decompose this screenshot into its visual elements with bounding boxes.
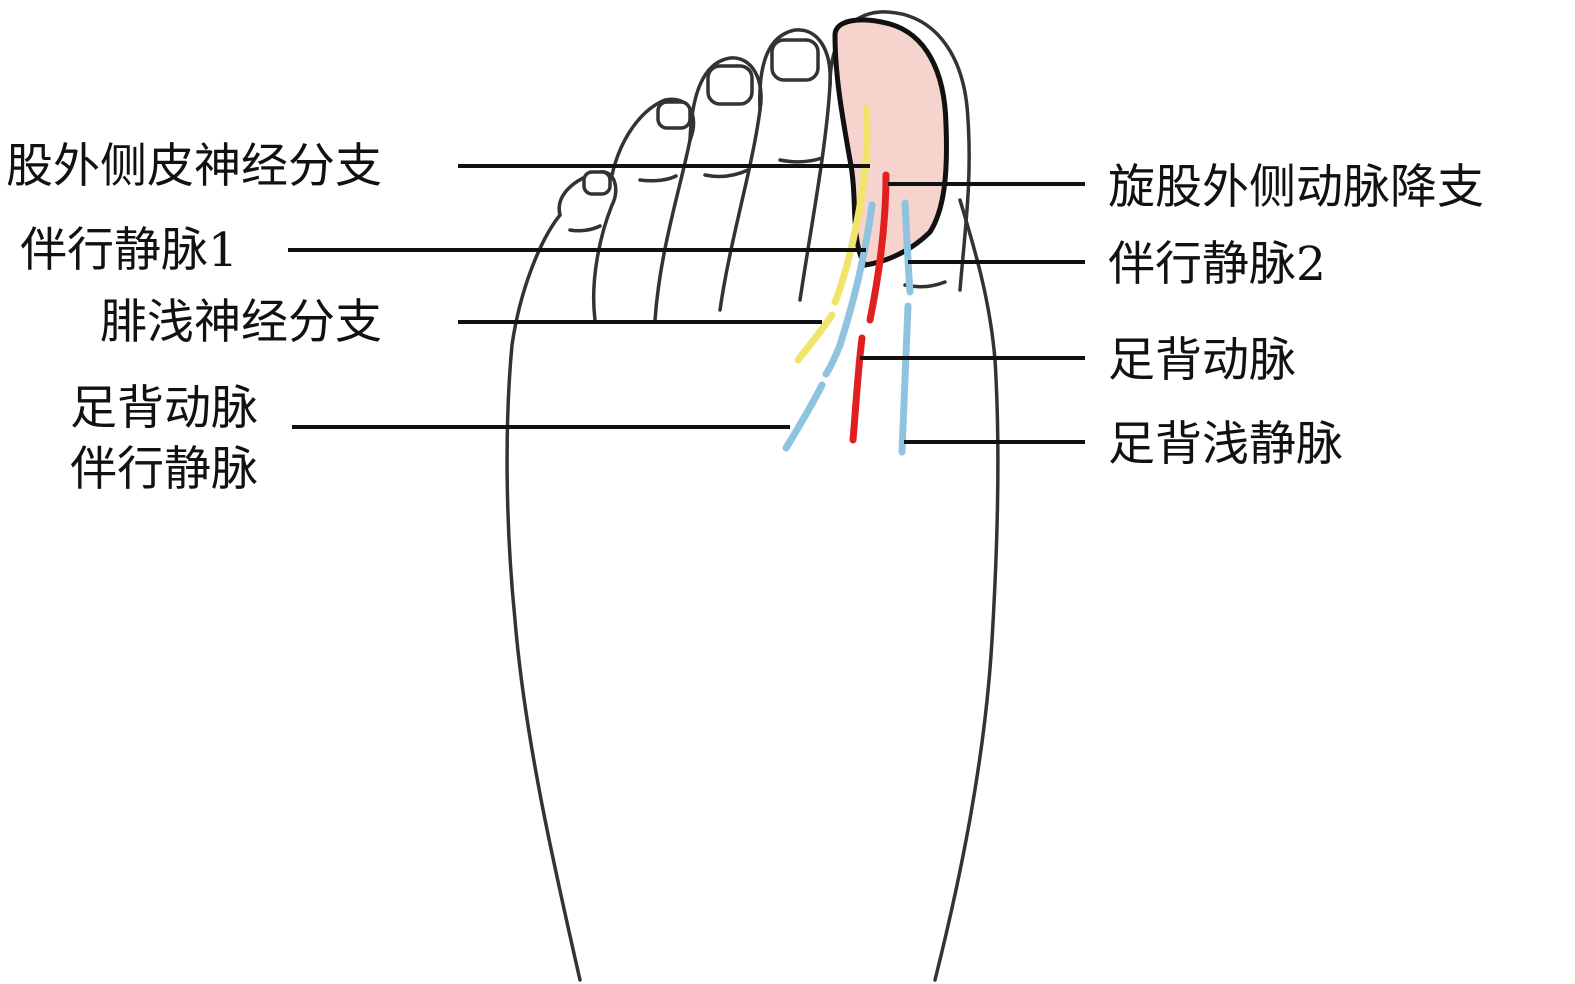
superficial-peroneal-nerve-branch <box>794 311 836 364</box>
second-toe <box>758 28 832 302</box>
little-toenail <box>582 170 612 196</box>
label-descending-branch-artery: 旋股外侧动脉降支 <box>1108 160 1484 215</box>
flap-region <box>832 17 949 268</box>
lateral-femoral-nerve-branch <box>831 104 871 306</box>
dorsalis-pedis-artery <box>849 334 866 444</box>
leader-lines <box>288 164 1085 444</box>
toe-crease-4 <box>778 156 824 164</box>
second-toenail <box>770 38 820 82</box>
label-dorsalis-pedis-artery: 足背动脉 <box>1108 333 1296 388</box>
label-superficial-dorsal-vein: 足背浅静脉 <box>1108 417 1343 472</box>
fourth-toenail <box>656 100 692 130</box>
dorsalis-pedis-accompanying-vein <box>782 381 826 452</box>
foot-right-edge <box>933 198 1000 982</box>
label-dorsalis-pedis-vein-line2: 伴行静脉 <box>70 442 258 497</box>
descending-branch-artery <box>866 171 890 324</box>
little-toe <box>557 170 618 322</box>
label-dorsalis-pedis-vein-line1: 足背动脉 <box>70 381 258 436</box>
third-toenail <box>706 64 754 106</box>
fourth-toe <box>610 97 696 322</box>
toe-crease-1 <box>568 224 602 233</box>
accompanying-vein-2 <box>901 199 914 296</box>
superficial-dorsal-vein <box>898 302 912 456</box>
label-accompanying-vein-2: 伴行静脉2 <box>1108 237 1326 292</box>
toenails <box>582 38 820 196</box>
toe-crease-3 <box>703 168 750 179</box>
label-superficial-peroneal-branch: 腓浅神经分支 <box>100 295 382 350</box>
label-lateral-femoral-cutaneous-branch: 股外侧皮神经分支 <box>6 139 382 194</box>
vessels <box>782 104 914 456</box>
label-accompanying-vein-1: 伴行静脉1 <box>20 223 238 278</box>
foot-left-edge <box>505 213 582 982</box>
toe-crease-2 <box>638 174 678 183</box>
accompanying-vein-1 <box>822 201 876 378</box>
